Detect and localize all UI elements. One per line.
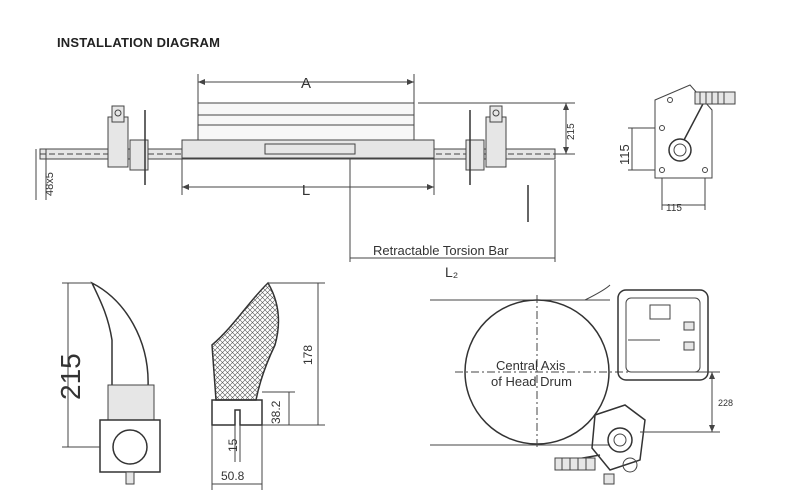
diagram-title: INSTALLATION DIAGRAM	[57, 35, 221, 50]
tensioner-side-view: 115 115	[617, 84, 736, 214]
dimension-48x5: 48x5	[35, 149, 56, 200]
dimension-a: A	[197, 74, 415, 103]
dim-115-horizontal-label: 115	[666, 203, 682, 214]
dim-l2-label: L₂	[445, 264, 458, 280]
central-axis-label-1: Central Axis	[496, 358, 566, 373]
top-cleaner-assembly: A L 215 48x5	[35, 74, 577, 280]
blade-profile-view: 215	[55, 281, 161, 485]
dimension-215-top: 215	[418, 102, 577, 155]
dim-50-8-label: 50.8	[221, 469, 245, 483]
right-tensioner	[465, 105, 507, 185]
dim-115-vertical-label: 115	[617, 144, 632, 165]
blade-body	[197, 102, 415, 141]
dimension-l: L	[181, 158, 435, 199]
dim-15-label: 15	[226, 438, 240, 452]
dim-178-label: 178	[301, 345, 315, 365]
inspection-door	[617, 289, 709, 381]
dim-a-label: A	[301, 75, 311, 92]
central-axis-label-2: of Head Drum	[491, 374, 572, 389]
left-tensioner	[107, 105, 149, 185]
lower-tensioner	[554, 404, 646, 485]
torsion-bar-label: Retractable Torsion Bar	[373, 243, 509, 258]
dim-38-2-label: 38.2	[269, 400, 283, 424]
dimension-l2: Retractable Torsion Bar L₂	[349, 158, 556, 280]
dim-228-label: 228	[718, 398, 733, 408]
dim-215-top-label: 215	[566, 123, 577, 140]
head-drum-view: Central Axis of Head Drum	[430, 284, 733, 485]
dim-215-big-label: 215	[55, 353, 86, 400]
blade-section-view: 178 38.2 15 50.8	[211, 281, 325, 490]
dim-48x5-label: 48x5	[44, 172, 56, 196]
dim-l-label: L	[302, 182, 310, 199]
